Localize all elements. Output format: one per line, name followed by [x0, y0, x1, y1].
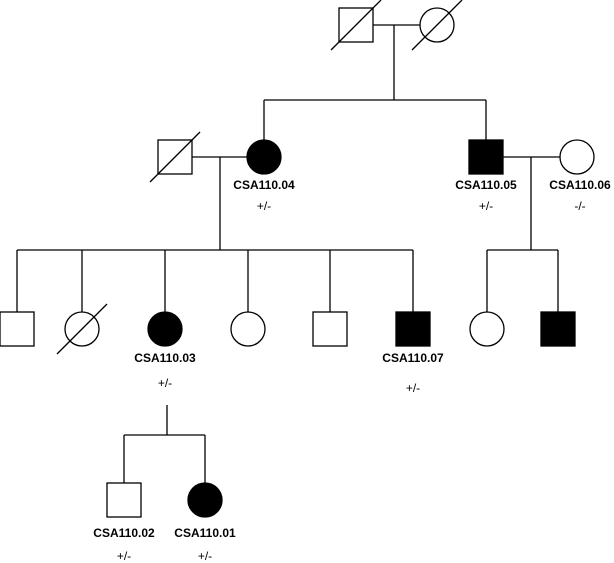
genotype-label: +/- [479, 199, 493, 213]
unaffected-female-symbol-gen2-son-spouse [559, 139, 595, 175]
affected-male-symbol-gen3-child-8 [540, 311, 576, 347]
genotype-label: +/- [406, 381, 420, 395]
deceased-slash-gen3-child-2 [56, 303, 108, 355]
individual-id-label: CSA110.07 [382, 351, 444, 365]
affected-female-symbol-gen3-child-3 [147, 311, 183, 347]
individual-id-label: CSA110.01 [174, 526, 236, 540]
unaffected-male-symbol-gen3-child-1 [0, 311, 35, 347]
individual-id-label: CSA110.02 [93, 526, 155, 540]
affected-male-symbol-gen3-child-6 [395, 311, 431, 347]
genotype-label: +/- [158, 376, 172, 390]
genotype-label: +/- [257, 199, 271, 213]
genotype-label: -/- [574, 199, 585, 213]
affected-female-symbol-gen2-daughter [246, 139, 282, 175]
individual-id-label: CSA110.06 [549, 178, 611, 192]
unaffected-male-symbol-gen3-child-5 [312, 311, 348, 347]
individual-id-label: CSA110.03 [134, 351, 196, 365]
pedigree-labels: CSA110.04 +/- CSA110.05 +/- CSA110.06 -/- CSA1… [93, 178, 611, 563]
affected-male-symbol-gen2-son [468, 139, 504, 175]
affected-female-symbol-gen4-child-2 [187, 482, 223, 518]
deceased-slash-gen1-mother [411, 0, 463, 51]
pedigree-connector-lines [16, 24, 561, 483]
unaffected-female-symbol-gen3-child-4 [230, 311, 266, 347]
genotype-label: +/- [117, 549, 131, 563]
individual-id-label: CSA110.04 [233, 178, 295, 192]
unaffected-male-symbol-gen4-child-1 [106, 482, 142, 518]
deceased-slash-gen2-spouse [149, 131, 201, 183]
pedigree-individuals [0, 0, 595, 518]
deceased-slash-gen1-father [330, 0, 382, 51]
individual-id-label: CSA110.05 [455, 178, 517, 192]
genotype-label: +/- [198, 549, 212, 563]
unaffected-female-symbol-gen3-child-7 [469, 311, 505, 347]
